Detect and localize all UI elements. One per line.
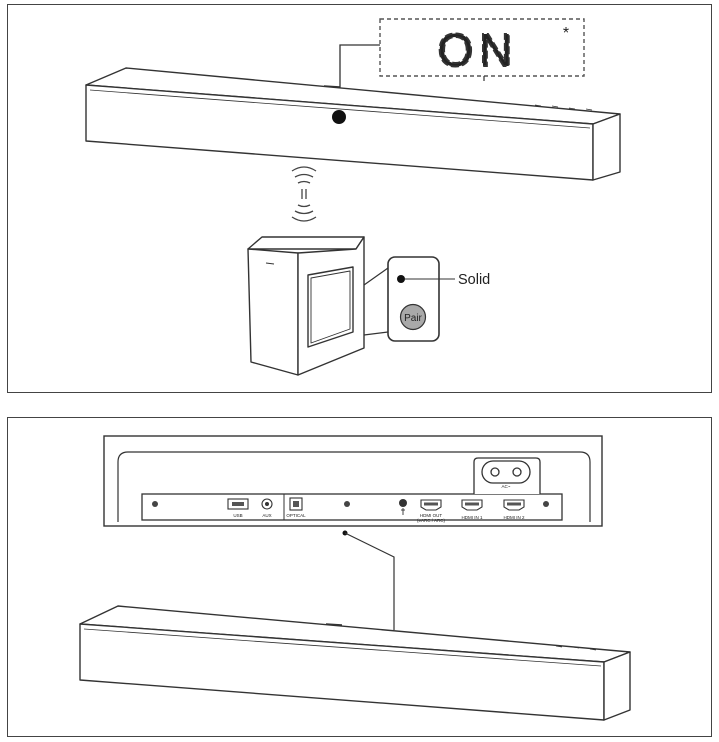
pair-button-icon[interactable]: Pair [399, 303, 427, 331]
rear-panel-zoom [103, 435, 603, 527]
port-label-ac: AC~ [502, 484, 511, 489]
led-status-label: Solid [458, 272, 490, 288]
connectors-panel: AC~ USB AUX OPTICAL HDMI OUT (eARC / ARC… [7, 417, 712, 737]
soundbar-front [85, 67, 621, 181]
port-label-hdmi-out: HDMI OUT [420, 513, 442, 518]
display-text: ON [438, 24, 519, 76]
subwoofer-led-indicator [397, 275, 405, 283]
pairing-panel: ON * [7, 4, 712, 393]
wireless-waves-icon [291, 166, 317, 222]
subwoofer [247, 236, 365, 376]
port-label-hdmi-in1: HDMI IN 1 [461, 515, 482, 520]
rear-panel-callout-line [344, 532, 395, 630]
pair-button-label: Pair [404, 313, 422, 324]
port-label-usb: USB [233, 513, 242, 518]
port-label-optical: OPTICAL [286, 513, 306, 518]
display-window [379, 18, 585, 77]
display-indicator: * [563, 25, 569, 42]
port-label-hdmi-out-sub: (eARC / ARC) [417, 518, 446, 523]
antenna-jack-icon [399, 499, 407, 507]
soundbar-rear-view [79, 605, 631, 721]
port-label-hdmi-in2: HDMI IN 2 [503, 515, 524, 520]
soundbar-led-dot [332, 110, 346, 124]
port-label-aux: AUX [262, 513, 271, 518]
ac-socket-icon [473, 457, 541, 494]
rear-panel-screws [152, 501, 549, 507]
connectors-diagram: AC~ USB AUX OPTICAL HDMI OUT (eARC / ARC… [79, 435, 631, 721]
pairing-diagram: ON * [85, 18, 621, 376]
